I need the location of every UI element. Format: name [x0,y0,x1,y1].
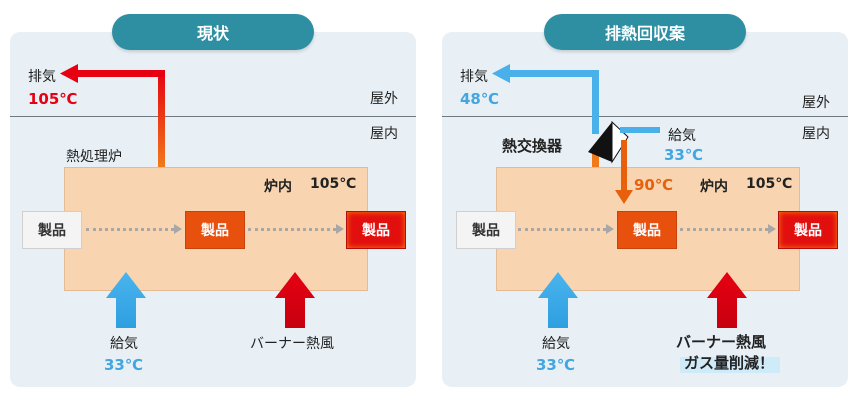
burner-hot-air-label-right: バーナー熱風 [676,333,767,351]
current-state-tag: 現状 [112,14,314,50]
furnace-temp-label: 炉内 [264,179,292,195]
furnace-name: 熱処理炉 [66,149,122,165]
product-finished-right: 製品 [778,211,838,249]
conveyor-arrowhead-3 [606,224,614,234]
indoor-label: 屋内 [370,126,398,142]
exhaust-temp: 105℃ [28,90,78,108]
supply-air-temp-right: 33℃ [536,356,576,374]
gas-reduction-label: ガス量削減！ [684,354,775,372]
outdoor-label: 屋外 [370,91,398,107]
conveyor-arrow-3 [518,228,606,231]
preheat-temp: 90℃ [634,176,674,194]
hx-supply-air-label: 給気 [668,128,696,144]
conveyor-arrowhead-4 [768,224,776,234]
heat-exchanger-label: 熱交換器 [502,137,563,155]
supply-air-label-right: 給気 [542,336,570,352]
indoor-label-right: 屋内 [802,126,830,142]
conveyor-arrowhead-1 [174,224,182,234]
conveyor-arrowhead-2 [336,224,344,234]
conveyor-arrow-2 [248,228,336,231]
supply-air-arrow [106,272,146,328]
furnace-temp: 105℃ [310,176,357,192]
burner-arrow [275,272,315,328]
outdoor-label-right: 屋外 [802,95,830,111]
heat-exchanger-icon [588,120,629,164]
product-processing-right: 製品 [617,211,677,249]
supply-air-arrow-right [538,272,578,328]
exhaust-temp-right: 48℃ [460,90,500,108]
exhaust-arrow-right [492,64,599,167]
hx-supply-air-temp: 33℃ [664,146,704,164]
burner-hot-air-label: バーナー熱風 [250,336,334,352]
preheated-air-arrow [615,140,633,204]
exhaust-arrow [60,64,165,167]
furnace-temp-label-right: 炉内 [700,179,728,195]
gas-reduction-highlight [680,357,780,373]
burner-arrow-right [707,272,747,328]
hx-supply-air-arrow [620,127,660,133]
product-raw: 製品 [22,211,82,249]
exhaust-label: 排気 [28,69,56,85]
product-processing: 製品 [185,211,245,249]
conveyor-arrow-4 [680,228,768,231]
supply-air-temp: 33℃ [104,356,144,374]
product-raw-right: 製品 [456,211,516,249]
conveyor-arrow-1 [86,228,174,231]
outdoor-indoor-divider [10,116,416,117]
supply-air-label: 給気 [110,336,138,352]
heat-recovery-tag: 排熱回収案 [544,14,746,50]
furnace-temp-right: 105℃ [746,176,793,192]
exhaust-label-right: 排気 [460,69,488,85]
outdoor-indoor-divider-right [442,116,848,117]
product-finished: 製品 [346,211,406,249]
